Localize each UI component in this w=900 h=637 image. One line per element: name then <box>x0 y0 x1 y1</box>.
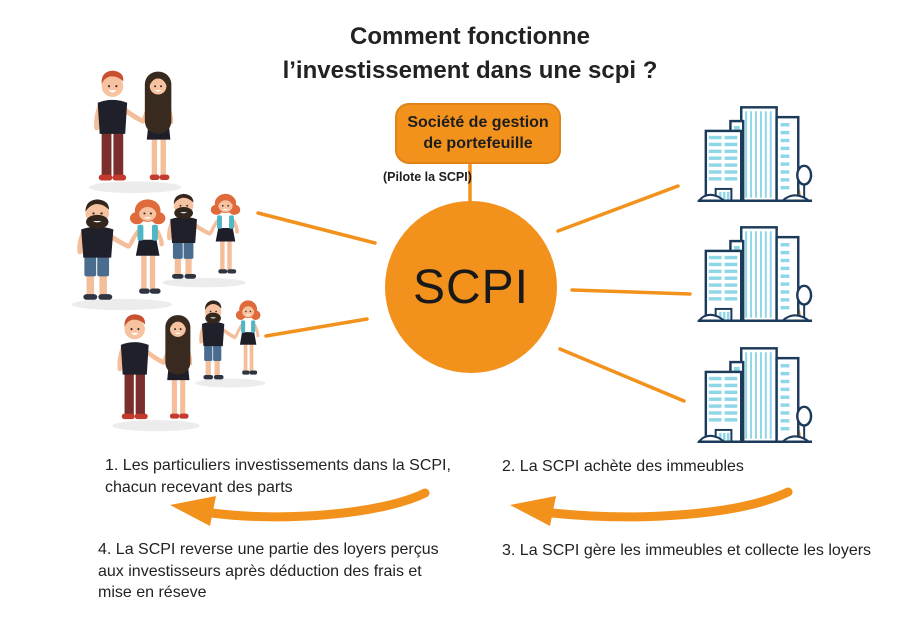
scpi-label: SCPI <box>412 260 530 314</box>
investor-couple-3 <box>156 186 254 289</box>
step-2-text: 2. La SCPI achète des immeubles <box>502 458 744 475</box>
cycle-arrow-right-icon <box>510 487 793 526</box>
building-illustration-2 <box>696 226 814 322</box>
investor-couple-5 <box>193 298 268 389</box>
scpi-circle: SCPI <box>385 201 557 373</box>
page-title: Comment fonctionne l’investissement dans… <box>282 23 658 84</box>
building-illustration-3 <box>696 347 814 443</box>
step-3-text: 3. La SCPI gère les immeubles et collect… <box>502 542 872 559</box>
building-illustration-1 <box>696 106 814 202</box>
management-note: (Pilote la SCPI) <box>383 170 472 184</box>
line-investors-bottom <box>264 317 369 338</box>
investor-couple-1 <box>82 60 190 196</box>
line-investors-top <box>256 211 377 245</box>
line-scpi-building-3 <box>558 347 686 403</box>
management-company-box: Société de gestion de portefeuille <box>395 103 561 164</box>
step-1-text: 1. Les particuliers investissements dans… <box>105 457 451 496</box>
line-scpi-building-2 <box>570 288 692 296</box>
step-4-text: 4. La SCPI reverse une partie des loyers… <box>98 541 439 602</box>
line-scpi-building-1 <box>556 184 680 233</box>
